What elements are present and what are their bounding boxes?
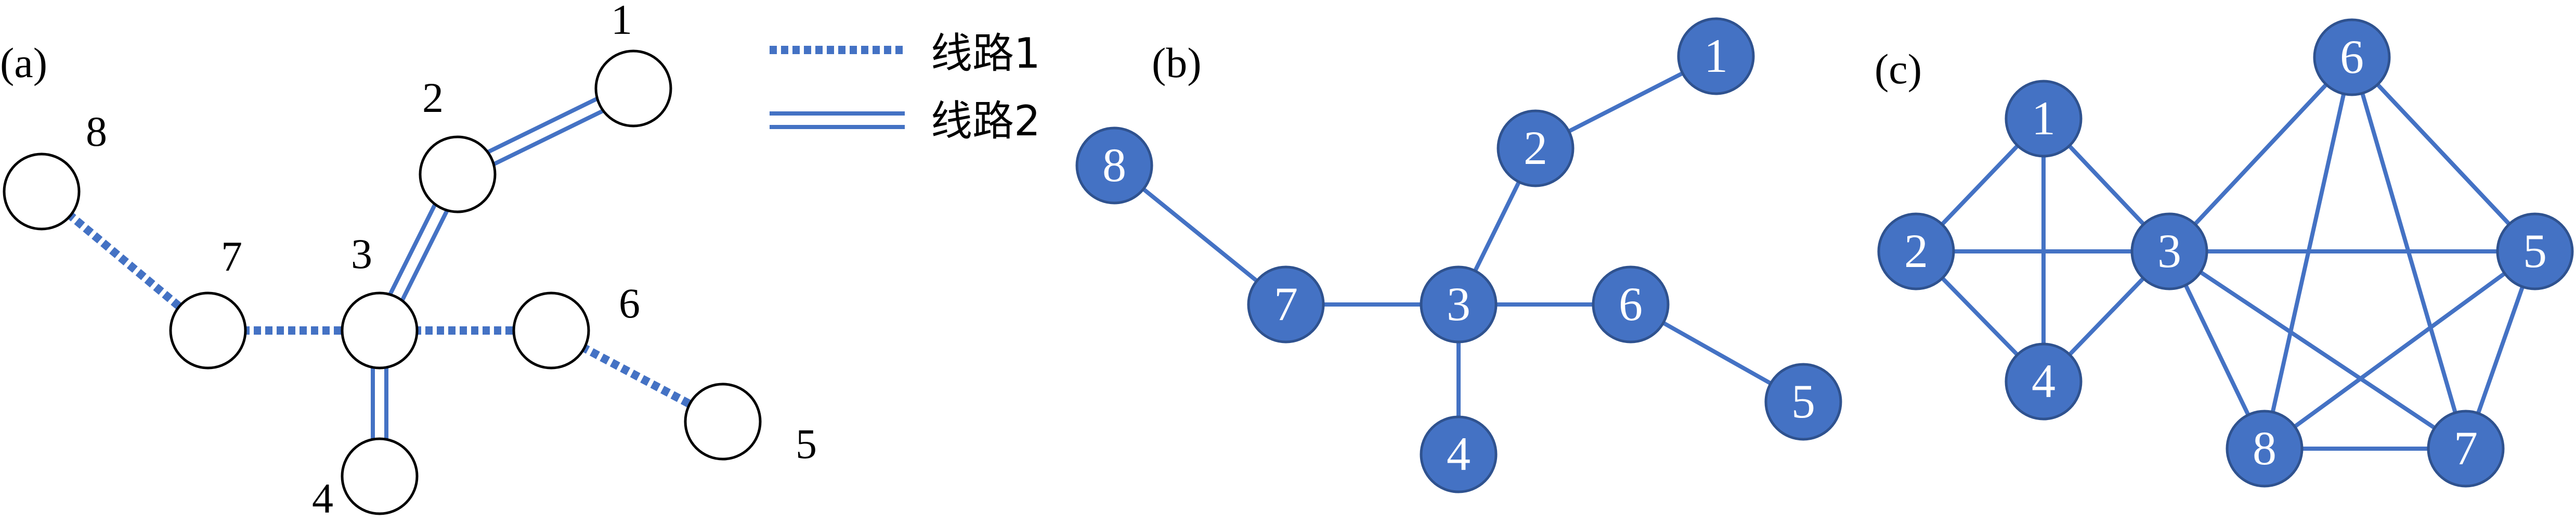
node-b-label-2: 2	[1524, 121, 1547, 174]
panel-b-label: (b)	[1152, 39, 1202, 86]
node-b-1	[1677, 17, 1755, 95]
node-b-label-8: 8	[1102, 138, 1126, 192]
edge-c-5-6	[2350, 56, 2536, 253]
node-a-label-5: 5	[796, 420, 817, 467]
node-a-label-1: 1	[611, 0, 632, 43]
node-c-8	[2226, 410, 2304, 488]
node-c-7	[2427, 410, 2505, 488]
node-a-3	[341, 291, 419, 370]
node-a-4	[341, 437, 419, 515]
node-b-label-7: 7	[1274, 277, 1298, 331]
node-c-label-7: 7	[2454, 422, 2478, 475]
node-c-4	[2005, 342, 2083, 421]
node-c-label-6: 6	[2340, 30, 2364, 83]
node-a-5	[684, 383, 762, 461]
node-b-8	[1075, 126, 1153, 205]
panel-c-label: (c)	[1875, 45, 1922, 93]
node-b-5	[1764, 363, 1842, 441]
node-a-label-7: 7	[221, 233, 242, 280]
node-b-6	[1592, 265, 1670, 344]
node-a-7	[169, 291, 247, 370]
node-c-label-8: 8	[2253, 422, 2276, 475]
node-c-label-5: 5	[2523, 224, 2547, 277]
edge-c-6-7	[2350, 56, 2468, 450]
node-a-label-8: 8	[86, 108, 107, 155]
node-c-label-3: 3	[2157, 224, 2181, 277]
node-c-3	[2130, 212, 2208, 290]
node-a-label-2: 2	[422, 74, 444, 121]
node-a-2	[419, 135, 497, 213]
node-c-2	[1877, 212, 1955, 290]
node-a-6	[512, 291, 590, 370]
node-b-3	[1420, 265, 1498, 344]
node-b-label-4: 4	[1447, 427, 1471, 480]
edge-c-3-7	[2168, 249, 2467, 451]
node-c-5	[2496, 212, 2574, 290]
legend-label-line1: 线路1	[931, 29, 1040, 78]
node-c-1	[2005, 80, 2083, 158]
node-c-6	[2313, 18, 2391, 96]
node-a-label-4: 4	[312, 475, 333, 518]
node-b-label-6: 6	[1619, 277, 1643, 331]
panel-a-label: (a)	[0, 39, 47, 86]
node-a-label-3: 3	[351, 230, 372, 277]
edge-c-6-8	[2262, 57, 2354, 449]
legend: 线路1 线路2	[770, 29, 1040, 145]
node-c-label-2: 2	[1904, 224, 1928, 277]
node-c-label-1: 1	[2032, 92, 2055, 145]
legend-label-line2: 线路2	[931, 97, 1040, 145]
node-a-8	[3, 153, 81, 231]
node-b-label-3: 3	[1447, 277, 1471, 331]
node-b-7	[1247, 265, 1325, 344]
node-c-label-4: 4	[2032, 354, 2055, 408]
edge-c-5-8	[2263, 249, 2536, 451]
node-b-label-5: 5	[1791, 375, 1815, 428]
node-b-2	[1497, 109, 1575, 187]
node-b-4	[1420, 415, 1498, 493]
node-b-label-1: 1	[1704, 29, 1728, 82]
panel-a-graph: 1 2 3 4 5 6 7 8	[3, 0, 817, 521]
edge-c-3-6	[2168, 56, 2353, 253]
panel-c-graph: 1 2 3 4 5 6 7 8	[1877, 18, 2574, 488]
panel-b-graph: 1 2 3 4 5 6 7 8	[1075, 17, 1842, 493]
node-a-1	[594, 49, 672, 128]
node-a-label-6: 6	[619, 279, 640, 327]
